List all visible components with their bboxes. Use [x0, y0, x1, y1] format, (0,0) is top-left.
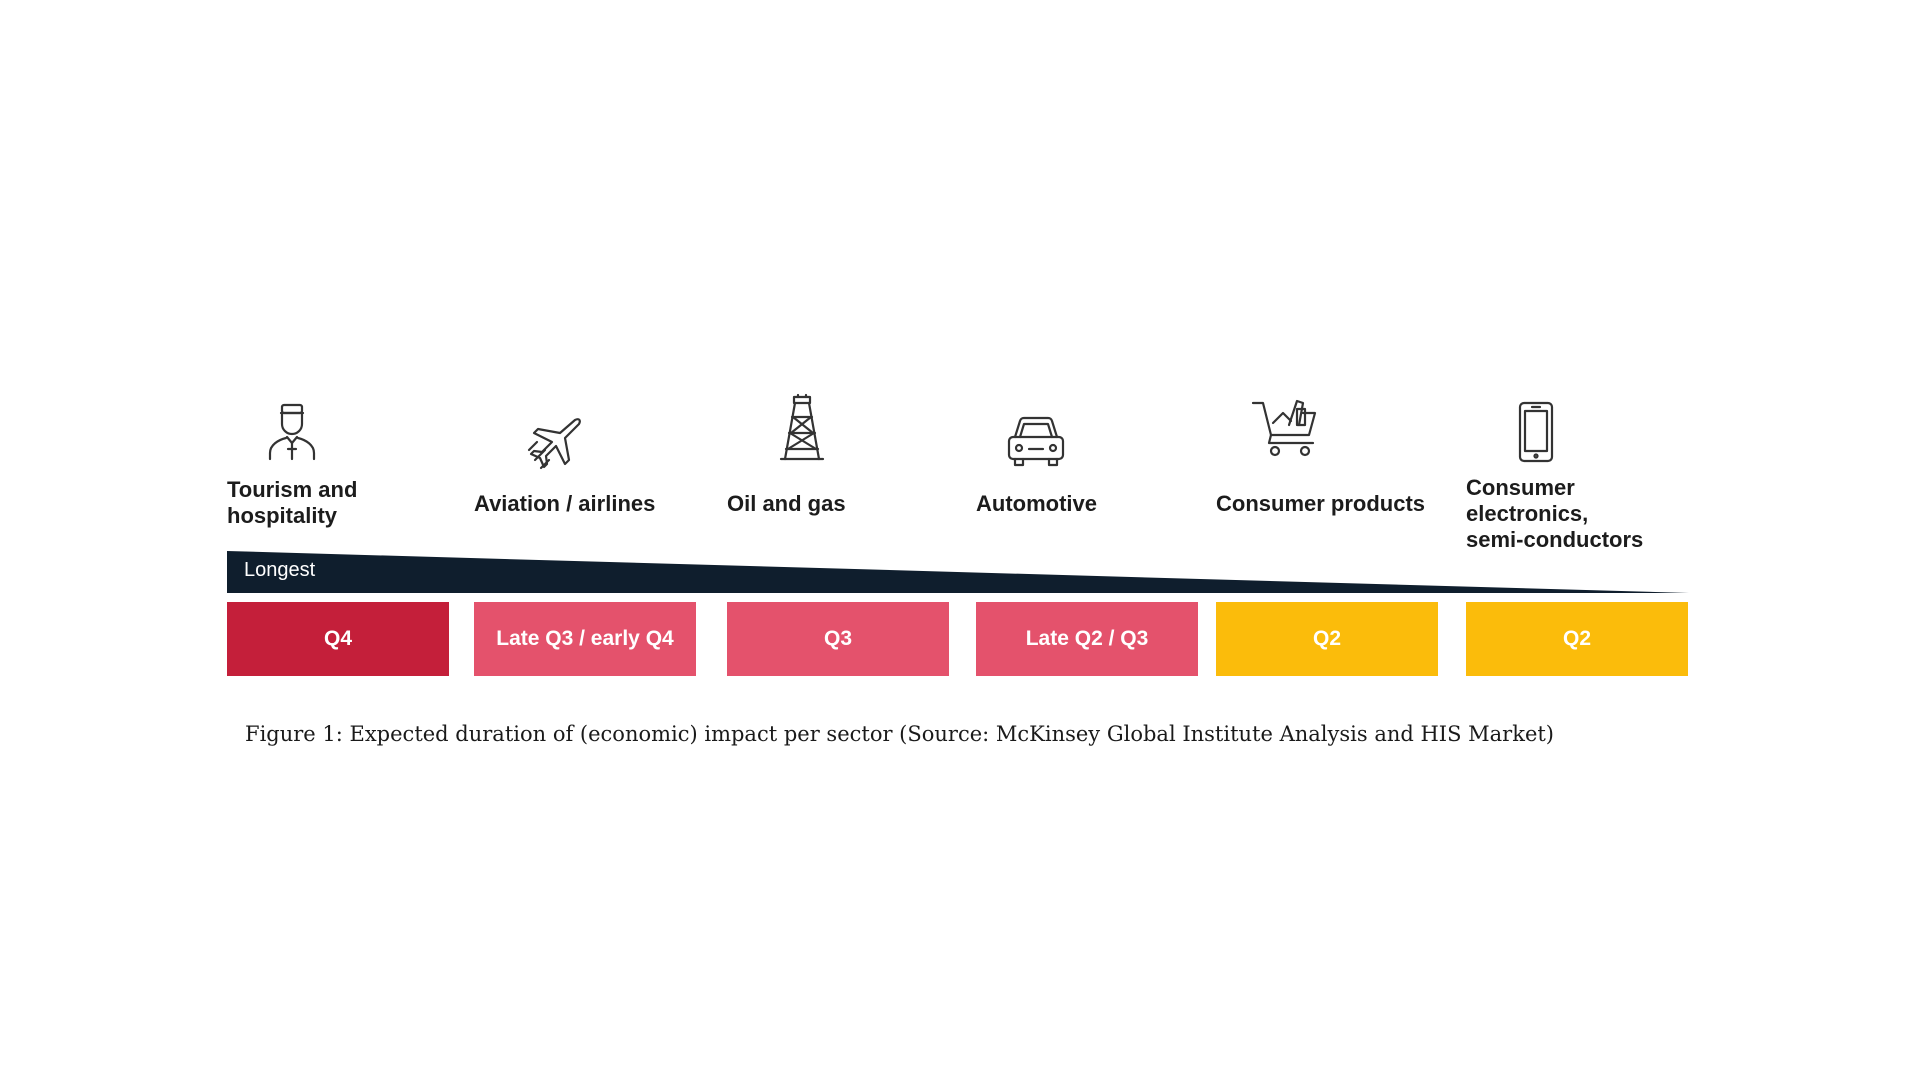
duration-block: Q2	[1216, 602, 1438, 676]
sector-consumer-products: Consumer products	[1216, 395, 1438, 560]
duration-block: Q3	[727, 602, 949, 676]
sector-label: Automotive	[976, 491, 1097, 516]
sector-label: Consumer electronics, semi-conductors	[1466, 475, 1644, 552]
scale-label-longest: Longest	[244, 559, 316, 581]
airplane-icon	[519, 410, 589, 480]
duration-block: Late Q2 / Q3	[976, 602, 1198, 676]
sector-oil-gas: Oil and gas	[727, 393, 949, 560]
sector-label: Consumer products	[1216, 491, 1426, 516]
sector-label: Aviation / airlines	[474, 491, 656, 516]
figure-caption: Figure 1: Expected duration of (economic…	[245, 722, 1555, 746]
sector-aviation: Aviation / airlines	[474, 395, 696, 560]
smartphone-icon	[1501, 401, 1571, 471]
car-icon	[1001, 407, 1071, 477]
oil-rig-icon	[767, 393, 837, 463]
sector-label: Oil and gas	[727, 491, 846, 516]
sector-label: Tourism and hospitality	[227, 477, 358, 528]
shopping-cart-icon	[1251, 395, 1321, 465]
person-icon	[257, 397, 327, 467]
duration-block: Q2	[1466, 602, 1688, 676]
sector-consumer-electronics: Consumer electronics, semi-conductors	[1466, 395, 1688, 560]
duration-block: Late Q3 / early Q4	[474, 602, 696, 676]
sector-automotive: Automotive	[976, 395, 1198, 560]
sector-tourism: Tourism and hospitality	[227, 395, 449, 560]
duration-scale-wedge	[227, 551, 1689, 593]
duration-block: Q4	[227, 602, 449, 676]
